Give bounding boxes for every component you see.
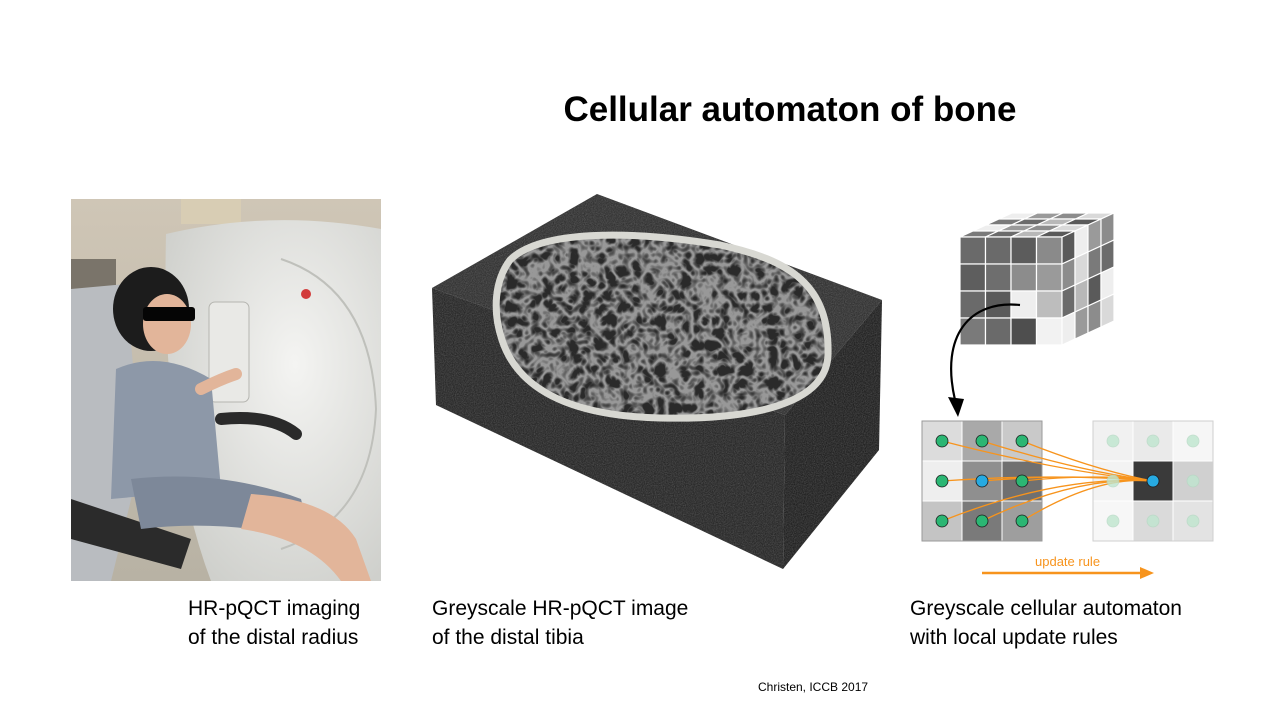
center-cell-dot — [975, 474, 989, 488]
voxel-cube — [959, 212, 1115, 346]
result-grid — [1092, 420, 1214, 542]
rule-line — [1021, 476, 1154, 482]
cube-front-cell — [1010, 236, 1038, 265]
neighbor-cell-dot — [935, 474, 949, 488]
rule-line — [1021, 440, 1154, 482]
caption-automaton: Greyscale cellular automaton with local … — [910, 594, 1182, 652]
caption-tibia: Greyscale HR-pQCT image of the distal ti… — [432, 594, 688, 652]
caption-photo-line-2: of the distal radius — [188, 626, 359, 649]
neighbor-cell-dot — [1015, 514, 1029, 528]
cube-front-cell — [984, 236, 1012, 265]
scanner-photo — [71, 199, 381, 581]
cube-front-cell — [959, 290, 987, 319]
rule-line — [1021, 479, 1154, 522]
update-rule-label: update rule — [1035, 554, 1100, 569]
result-grid-border — [1092, 420, 1214, 542]
cube-front-cell — [959, 236, 987, 265]
curved-arrow-head-icon — [948, 397, 964, 417]
cube-right-cell — [1061, 311, 1076, 346]
cube-front-cell — [984, 263, 1012, 292]
caption-photo: HR-pQCT imaging of the distal radius — [188, 594, 360, 652]
cube-right-cell — [1074, 305, 1089, 340]
cube-front-cell — [959, 263, 987, 292]
cube-front-cell — [1035, 290, 1063, 319]
cube-right-cell — [1100, 293, 1115, 328]
cube-front-cell — [1035, 263, 1063, 292]
neighbor-cell-dot — [1015, 434, 1029, 448]
update-rule-arrow-head-icon — [1140, 567, 1154, 579]
cube-right-cell — [1087, 299, 1102, 334]
tibia-block — [432, 194, 882, 569]
faded-cell-dot — [1106, 434, 1120, 448]
cube-front-cell — [1010, 263, 1038, 292]
neighbor-cell-dot — [975, 514, 989, 528]
cube-front-cell — [984, 317, 1012, 346]
rule-lines — [941, 440, 1154, 522]
neighbor-cell-dot — [975, 434, 989, 448]
caption-photo-line-1: HR-pQCT imaging — [188, 597, 361, 620]
caption-automaton-line-2: with local update rules — [910, 626, 1118, 649]
neighborhood-grid-border — [921, 420, 1043, 542]
faded-cell-dot — [1106, 514, 1120, 528]
curved-arrow — [950, 303, 1021, 401]
faded-cell-dot — [1186, 434, 1200, 448]
cube-front-cell — [1035, 236, 1063, 265]
updated-cell-dot — [1146, 474, 1160, 488]
neighbor-cell-dot — [1015, 474, 1029, 488]
slide-credit: Christen, ICCB 2017 — [758, 680, 869, 694]
faded-cell-dot — [1146, 434, 1160, 448]
faded-cell-dot — [1186, 514, 1200, 528]
neighbor-cell-dot — [935, 434, 949, 448]
slide-title: Cellular automaton of bone — [563, 90, 1017, 129]
automaton-diagram: update rule — [921, 212, 1214, 579]
caption-tibia-line-2: of the distal tibia — [432, 626, 584, 649]
caption-tibia-line-1: Greyscale HR-pQCT image — [432, 597, 689, 620]
cube-front-cell — [1035, 317, 1063, 346]
neighbor-cell-dot — [935, 514, 949, 528]
cube-front-cell — [1010, 317, 1038, 346]
cell-dots — [935, 434, 1200, 528]
faded-cell-dot — [1146, 514, 1160, 528]
cube-front-cell — [959, 317, 987, 346]
caption-automaton-line-1: Greyscale cellular automaton — [910, 597, 1182, 620]
faded-cell-dot — [1106, 474, 1120, 488]
faded-cell-dot — [1186, 474, 1200, 488]
